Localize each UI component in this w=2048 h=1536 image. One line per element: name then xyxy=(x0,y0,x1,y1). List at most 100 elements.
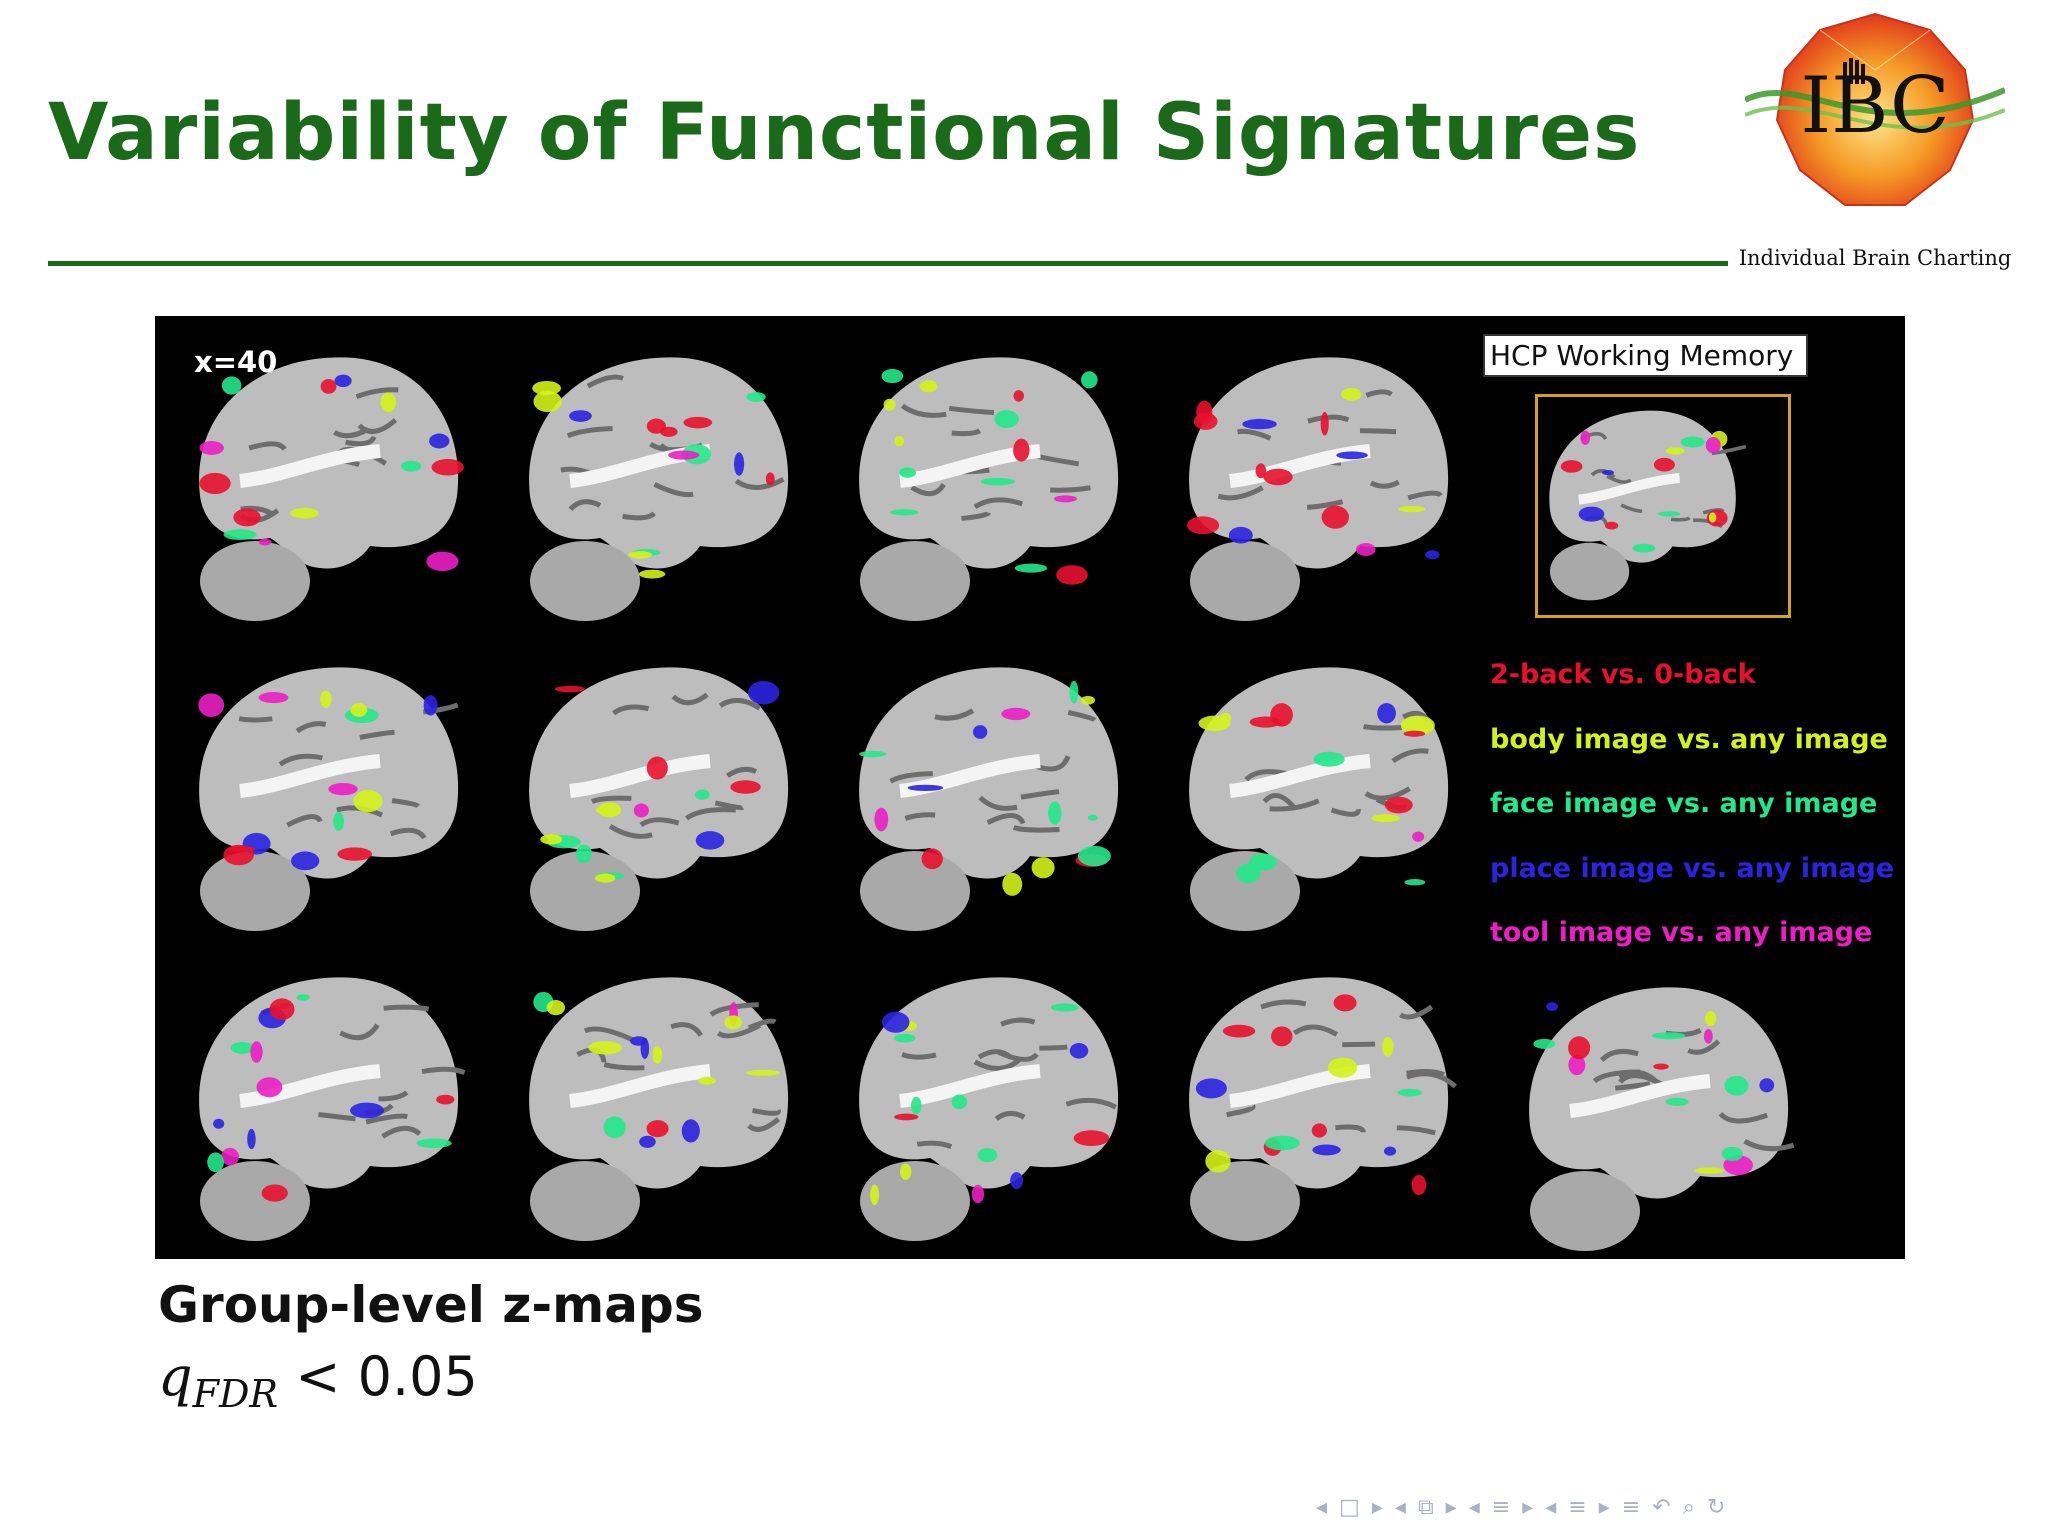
sulcus-line xyxy=(608,824,653,839)
prev-section-icon[interactable]: ◂ xyxy=(1468,1494,1480,1520)
sulcus-line xyxy=(566,426,613,439)
cerebellum-shape xyxy=(530,541,640,621)
activation-blob xyxy=(429,433,450,449)
caption-threshold: qFDR < 0.05 xyxy=(158,1345,478,1416)
sulcus-line xyxy=(1606,474,1632,484)
activation-blob xyxy=(595,806,608,814)
activation-blob xyxy=(695,831,725,850)
sulcus-line xyxy=(889,771,933,784)
sulcus-line xyxy=(590,795,632,804)
activation-blob xyxy=(698,1076,716,1085)
brain-slice xyxy=(529,977,789,1241)
sulcus-line xyxy=(948,405,995,415)
sulcus-line xyxy=(378,1090,409,1102)
sulcus-line xyxy=(973,497,1023,510)
sulcus-line xyxy=(1363,724,1403,731)
activation-blob xyxy=(890,509,919,516)
activation-blob xyxy=(380,392,397,413)
prev-frame-icon[interactable]: ◂ xyxy=(1316,1494,1328,1520)
activation-blob xyxy=(247,1128,256,1150)
sulcus-line xyxy=(1226,1104,1256,1118)
frame-icon[interactable]: □ xyxy=(1339,1494,1360,1520)
cerebellum-shape xyxy=(200,541,310,621)
activation-blob xyxy=(426,551,459,572)
white-matter xyxy=(1229,754,1371,798)
activation-blob xyxy=(1568,1036,1591,1060)
activation-blob xyxy=(250,1041,263,1063)
sulcus-line xyxy=(583,1026,635,1043)
activation-blob xyxy=(681,1119,700,1143)
activation-blob xyxy=(765,472,775,486)
activation-blob xyxy=(695,789,710,800)
activation-blob xyxy=(1383,1146,1397,1156)
next-frame-icon[interactable]: ▸ xyxy=(1371,1494,1383,1520)
refresh-icon[interactable]: ↻ xyxy=(1706,1494,1726,1520)
next-section-icon[interactable]: ▸ xyxy=(1522,1494,1534,1520)
sulcus-line xyxy=(973,1057,1022,1071)
activation-blob xyxy=(1327,1057,1358,1078)
next-subsection-icon[interactable]: ▸ xyxy=(1445,1494,1457,1520)
activation-blob xyxy=(1382,1036,1394,1057)
brain-slice xyxy=(1186,357,1449,621)
sulcus-line xyxy=(286,814,323,828)
activation-blob xyxy=(652,1045,663,1064)
activation-blob xyxy=(1665,1097,1689,1106)
coordinate-label: x=40 xyxy=(194,345,278,379)
white-matter xyxy=(239,1064,381,1108)
activation-blob xyxy=(1031,857,1055,879)
activation-blob xyxy=(921,848,943,870)
sulcus-line xyxy=(752,1108,781,1116)
sulcus-line xyxy=(986,813,1026,825)
activation-blob xyxy=(646,1120,669,1138)
activation-blob xyxy=(1721,1146,1743,1162)
activation-blob xyxy=(296,994,310,1001)
cerebellum-shape xyxy=(530,851,640,931)
legend-item: body image vs. any image xyxy=(1490,723,1888,755)
activation-blob xyxy=(724,1015,743,1030)
activation-blob xyxy=(1665,447,1685,455)
sulcus-line xyxy=(1050,485,1091,493)
logo-text: IBC xyxy=(1800,61,1949,151)
activation-blob xyxy=(1264,1135,1300,1151)
sulcus-line xyxy=(978,795,1018,811)
brain-slice xyxy=(529,667,789,931)
next-slide-icon[interactable]: ▸ xyxy=(1598,1494,1610,1520)
activation-blob xyxy=(883,398,896,411)
subsection-icon[interactable]: ⧉ xyxy=(1417,1494,1434,1520)
activation-blob xyxy=(554,685,585,693)
cerebellum-shape xyxy=(860,851,970,931)
activation-blob xyxy=(734,452,745,476)
activation-blob xyxy=(1236,863,1261,884)
activation-blob xyxy=(874,807,889,832)
activation-blob xyxy=(1013,438,1030,462)
slide-icon[interactable]: ≡ xyxy=(1568,1494,1587,1520)
caption-q: q xyxy=(158,1345,193,1408)
legend-item: 2-back vs. 0-back xyxy=(1490,659,1756,690)
brain-slice xyxy=(199,977,466,1241)
legend-item: tool image vs. any image xyxy=(1490,917,1873,948)
sulcus-line xyxy=(421,1066,466,1076)
activation-blob xyxy=(228,846,256,853)
activation-blob xyxy=(1632,543,1656,553)
activation-blob xyxy=(320,379,337,394)
section-icon[interactable]: ≡ xyxy=(1491,1494,1511,1520)
activation-blob xyxy=(1356,543,1376,556)
activation-blob xyxy=(1533,1038,1556,1049)
prev-subsection-icon[interactable]: ◂ xyxy=(1394,1494,1406,1520)
activation-blob xyxy=(919,380,938,393)
activation-blob xyxy=(1077,845,1111,867)
activation-blob xyxy=(1604,521,1619,530)
sulcus-line xyxy=(381,1125,422,1139)
activation-blob xyxy=(1560,460,1583,473)
activation-blob xyxy=(199,440,224,455)
align-icon[interactable]: ≡ xyxy=(1621,1494,1641,1520)
sulcus-line xyxy=(355,387,399,400)
activation-blob xyxy=(1657,511,1681,517)
title-divider xyxy=(48,261,1728,266)
sulcus-line xyxy=(1335,1124,1366,1134)
back-icon[interactable]: ↶ xyxy=(1652,1494,1671,1520)
sulcus-line xyxy=(568,499,602,512)
search-icon[interactable]: ⌕ xyxy=(1682,1494,1695,1520)
prev-slide-icon[interactable]: ◂ xyxy=(1545,1494,1557,1520)
activation-blob xyxy=(1333,994,1357,1012)
